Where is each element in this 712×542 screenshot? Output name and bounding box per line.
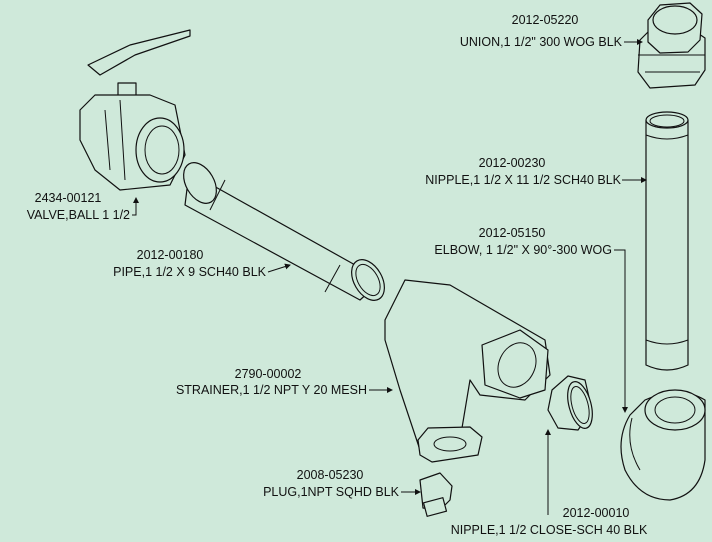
leader-lines [132,39,647,515]
ball-valve-drawing [79,29,191,191]
strainer-drawing [384,279,551,463]
nipple-long-drawing [645,111,689,371]
strainer-description: STRAINER,1 1/2 NPT Y 20 MESH [176,383,367,397]
nipple-long-description: NIPPLE,1 1/2 X 11 1/2 SCH40 BLK [425,173,621,187]
strainer-part-number: 2790-00002 [235,367,302,381]
close-nipple-drawing [547,375,593,431]
union-drawing [637,2,706,89]
elbow-description: ELBOW, 1 1/2" X 90°-300 WOG [434,243,612,257]
pipe-drawing [183,162,385,301]
plug-part-number: 2008-05230 [297,468,364,482]
nipple-long-part-number: 2012-00230 [479,156,546,170]
plug-description: PLUG,1NPT SQHD BLK [263,485,400,499]
union-description: UNION,1 1/2" 300 WOG BLK [460,35,623,49]
pipe-description: PIPE,1 1/2 X 9 SCH40 BLK [113,265,267,279]
close-nipple-part-number: 2012-00010 [563,506,630,520]
pipe-part-number: 2012-00180 [137,248,204,262]
union-part-number: 2012-05220 [512,13,579,27]
valve-part-number: 2434-00121 [35,191,102,205]
valve-description: VALVE,BALL 1 1/2 [27,208,130,222]
elbow-drawing [620,389,706,501]
elbow-part-number: 2012-05150 [479,226,546,240]
close-nipple-description: NIPPLE,1 1/2 CLOSE-SCH 40 BLK [451,523,648,537]
plug-drawing [419,472,453,517]
